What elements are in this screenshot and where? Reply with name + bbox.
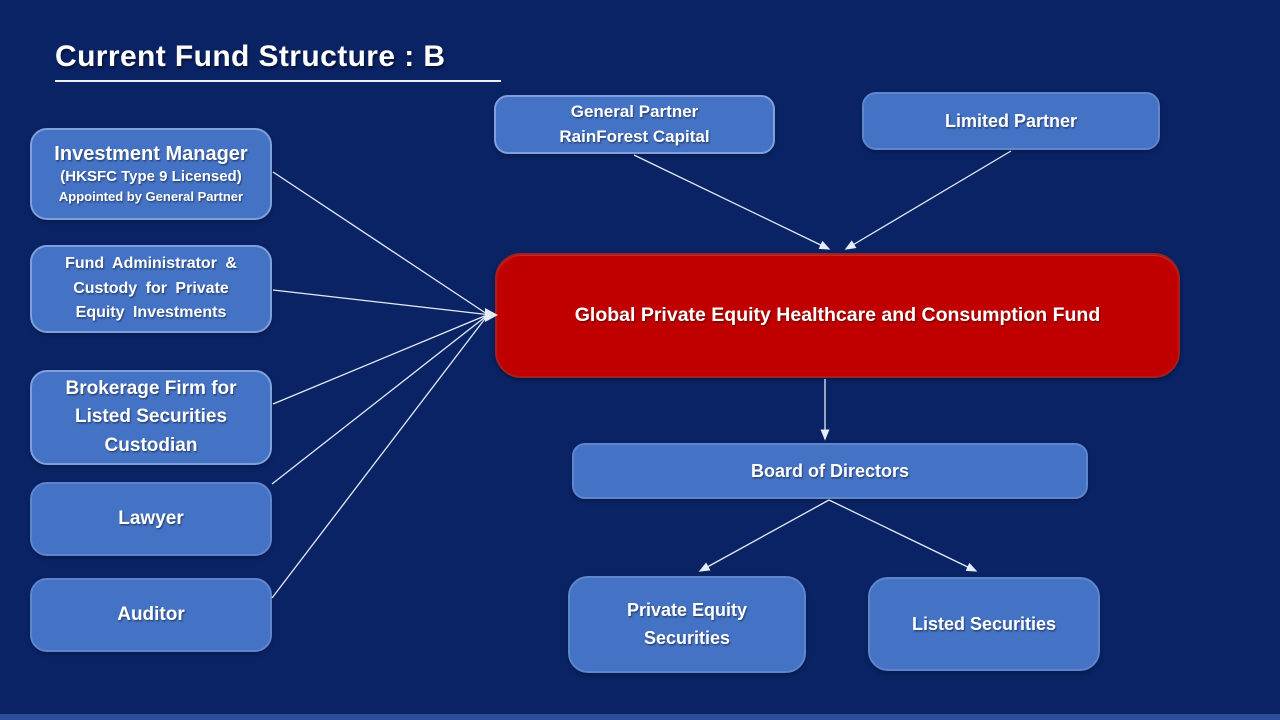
node-label-line: Private Equity [626,599,748,620]
node-private-equity-securities: Private Equity Securities [568,576,806,673]
node-board-of-directors: Board of Directors [572,443,1088,499]
node-label-line: Custodian [104,434,198,456]
node-label: Global Private Equity Healthcare and Con… [574,304,1101,327]
node-lawyer: Lawyer [30,482,272,556]
connector-fund-admin-fund [272,289,488,316]
node-label-line: Listed Securities [74,406,228,428]
node-label: Board of Directors [750,460,910,481]
node-label-line: RainForest Capital [559,126,710,146]
node-limited-partner: Limited Partner [862,92,1160,150]
slide-bottom-edge [0,714,1280,720]
connector-auditor-fund [271,315,488,599]
node-general-partner: General Partner RainForest Capital [494,95,775,154]
node-label-line: (HKSFC Type 9 Licensed) [60,168,242,186]
node-label-line: Investment Manager [54,143,248,166]
node-label-line: Brokerage Firm for [65,377,237,399]
connector-lawyer-fund [271,314,488,485]
node-investment-manager: Investment Manager (HKSFC Type 9 License… [30,128,272,220]
connector-board-listed-securities [828,499,978,572]
node-fund: Global Private Equity Healthcare and Con… [495,253,1180,378]
page-title: Current Fund Structure : B [55,40,501,82]
node-auditor: Auditor [30,578,272,652]
node-label-line: General Partner [570,101,699,121]
connector-board-pe-securities [698,499,830,572]
node-label-line: Equity Investments [75,304,227,322]
connector-limited-partner-fund [844,150,1012,250]
node-label-line: Custody for Private [73,279,229,297]
node-brokerage-firm: Brokerage Firm for Listed Securities Cus… [30,370,272,465]
node-label: Auditor [117,604,185,626]
connector-investment-manager-fund [272,171,488,315]
node-label-line: Fund Administrator & [65,254,237,272]
connector-general-partner-fund [633,154,831,250]
node-listed-securities: Listed Securities [868,577,1100,671]
connector-brokerage-fund [272,314,488,405]
node-fund-administrator: Fund Administrator & Custody for Private… [30,245,272,333]
node-label-line: Securities [643,627,731,648]
node-label-line: Appointed by General Partner [58,188,244,204]
node-label: Listed Securities [911,613,1057,634]
node-label: Lawyer [118,508,184,530]
node-label: Limited Partner [944,110,1078,131]
